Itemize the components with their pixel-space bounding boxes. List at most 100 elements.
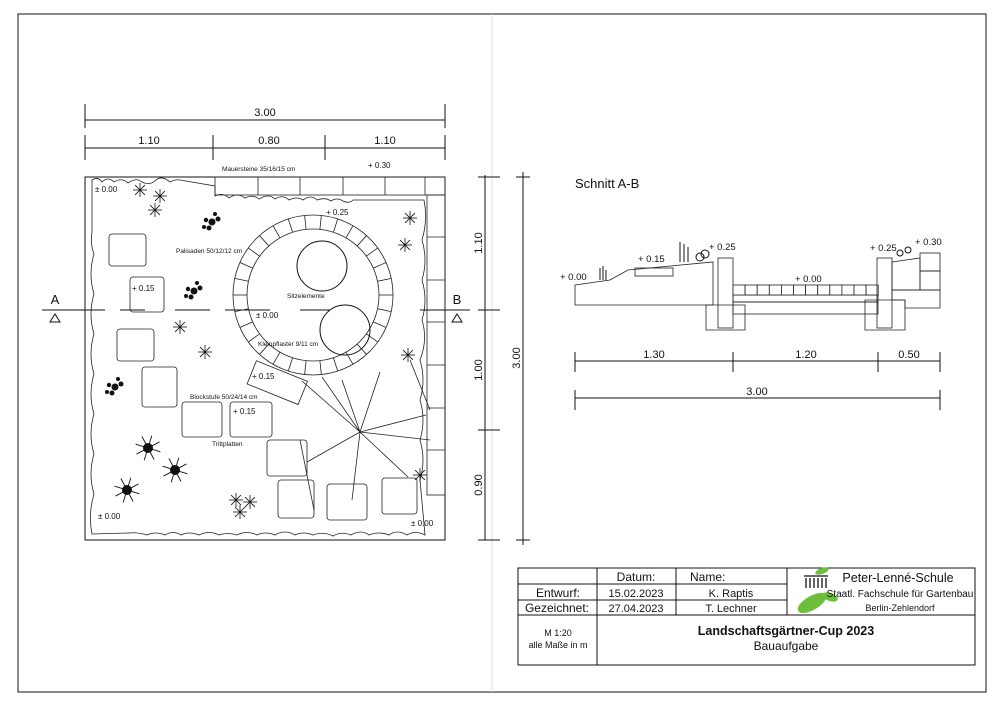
palisade-segment	[333, 218, 339, 233]
paving-stone	[841, 284, 855, 296]
units-note: alle Maße in m	[528, 640, 587, 650]
level-tritt: + 0.15	[233, 407, 256, 416]
section-line: A B	[42, 292, 470, 323]
palisade-segment	[356, 235, 367, 247]
paving-stone	[865, 284, 879, 296]
paving-stone	[853, 284, 867, 296]
palisade-segment	[319, 215, 322, 230]
title-block: Datum: Name: Entwurf: 15.02.2023 K. Rapt…	[517, 567, 976, 666]
shrub-icon	[413, 468, 427, 482]
section-dim-3: 0.50	[898, 349, 919, 361]
seat-element-2	[319, 304, 371, 356]
palisade-segments	[233, 215, 393, 375]
palisade-segment	[333, 357, 339, 372]
section-dimensions: 1.30 1.20 0.50 3.00	[574, 349, 941, 410]
dim-v-mid: 1.00	[473, 359, 485, 380]
shrub-icon	[173, 320, 187, 334]
paving-stone	[805, 284, 819, 296]
right-soil	[891, 257, 921, 291]
level-palisade: + 0.25	[326, 208, 349, 217]
section-triangle-a-icon	[49, 313, 61, 323]
palisade-segment	[366, 333, 378, 343]
section-level-6: + 0.30	[915, 237, 942, 248]
section-plants	[599, 242, 912, 280]
dim-v-bottom: 0.90	[473, 474, 485, 495]
palisade-segment	[272, 351, 281, 365]
label-kleinpflaster: Kleinpflaster 9/11 cm	[258, 341, 318, 348]
palisade-segment	[248, 247, 260, 257]
palisade-segment	[366, 247, 378, 257]
shrub-icon	[233, 505, 247, 519]
stepping-plates	[108, 233, 431, 521]
label-blockstufe: Blockstufe 50/24/14 cm	[190, 394, 258, 401]
dim-v-top: 1.10	[473, 232, 485, 253]
seat-element-1	[296, 240, 348, 292]
level-step-left: + 0.15	[132, 284, 155, 293]
left-palisade	[717, 257, 734, 329]
datum-header: Datum:	[617, 570, 656, 584]
shrub-icon	[401, 348, 415, 362]
palisade-segment	[319, 360, 322, 375]
section-title: Schnitt A-B	[575, 176, 639, 191]
perennial-cluster-icon	[202, 212, 221, 231]
palisade-segment	[356, 343, 367, 355]
shrub-icon	[403, 211, 417, 225]
shrub-icon	[398, 238, 412, 252]
palisade-segment	[377, 308, 392, 313]
scale: M 1:20	[544, 628, 572, 638]
school-logo-icon	[797, 567, 838, 614]
palisade-segment	[259, 235, 270, 247]
wall-stone-1	[919, 252, 941, 272]
paving-stone	[793, 284, 807, 296]
palisade-segment	[287, 218, 293, 233]
palisade-segment	[373, 321, 387, 328]
level-block: + 0.15	[252, 372, 275, 381]
gezeichnet-name: T. Lechner	[705, 603, 757, 615]
tree-icon	[135, 435, 161, 461]
block-step	[634, 267, 674, 277]
palisade-segment	[373, 262, 387, 269]
tree-icon	[162, 457, 188, 483]
level-center: ± 0.00	[256, 311, 279, 320]
palisade-segment	[272, 225, 281, 239]
paving-stone	[756, 284, 770, 296]
plan-top-dimensions: 3.00 1.10 0.80 1.10	[84, 104, 446, 160]
site-plan: 3.00 1.10 0.80 1.10 1.10 1.00 0.90 3.00	[42, 104, 530, 545]
section-level-4: + 0.00	[795, 274, 822, 285]
perennial-cluster-icon	[105, 377, 124, 396]
plan-side-dimensions: 1.10 1.00 0.90 3.00	[473, 172, 530, 545]
level-bottom-left: ± 0.00	[98, 512, 121, 521]
paving-stone	[732, 284, 746, 296]
section-level-1: + 0.00	[560, 272, 587, 283]
project-title: Landschaftsgärtner-Cup 2023	[698, 624, 874, 638]
paving-bed	[732, 294, 879, 303]
entwurf-name: K. Raptis	[709, 588, 754, 600]
dim-v-total: 3.00	[511, 347, 523, 368]
section-triangle-b-icon	[451, 313, 463, 323]
name-header: Name:	[690, 570, 725, 584]
level-bottom-right: ± 0.00	[411, 519, 434, 528]
palisade-segment	[239, 321, 253, 328]
section-level-3: + 0.25	[709, 242, 736, 253]
dim-left: 1.10	[138, 135, 159, 147]
palisade-segment	[287, 357, 293, 372]
palisade-segment	[304, 360, 307, 375]
wall-foundation	[891, 289, 941, 309]
section-level-5: + 0.25	[870, 243, 897, 254]
label-mauersteine: Mauersteine 35/16/15 cm	[222, 166, 295, 173]
palisade-segment	[377, 277, 392, 282]
tree-icon	[114, 477, 140, 503]
level-wall: + 0.30	[368, 161, 391, 170]
palisade-segment	[234, 277, 249, 282]
paving-base	[732, 301, 879, 315]
section-dim-1: 1.30	[643, 349, 664, 361]
paving-stone	[744, 284, 758, 296]
gezeichnet-date: 27.04.2023	[608, 603, 663, 615]
sheet-frame	[17, 13, 987, 693]
school-sub: Staatl. Fachschule für Gartenbau	[827, 589, 974, 600]
paving-stones	[732, 284, 879, 296]
palisade-segment	[259, 343, 270, 355]
palisade-segment	[345, 225, 354, 239]
gezeichnet-label: Gezeichnet:	[525, 601, 589, 615]
